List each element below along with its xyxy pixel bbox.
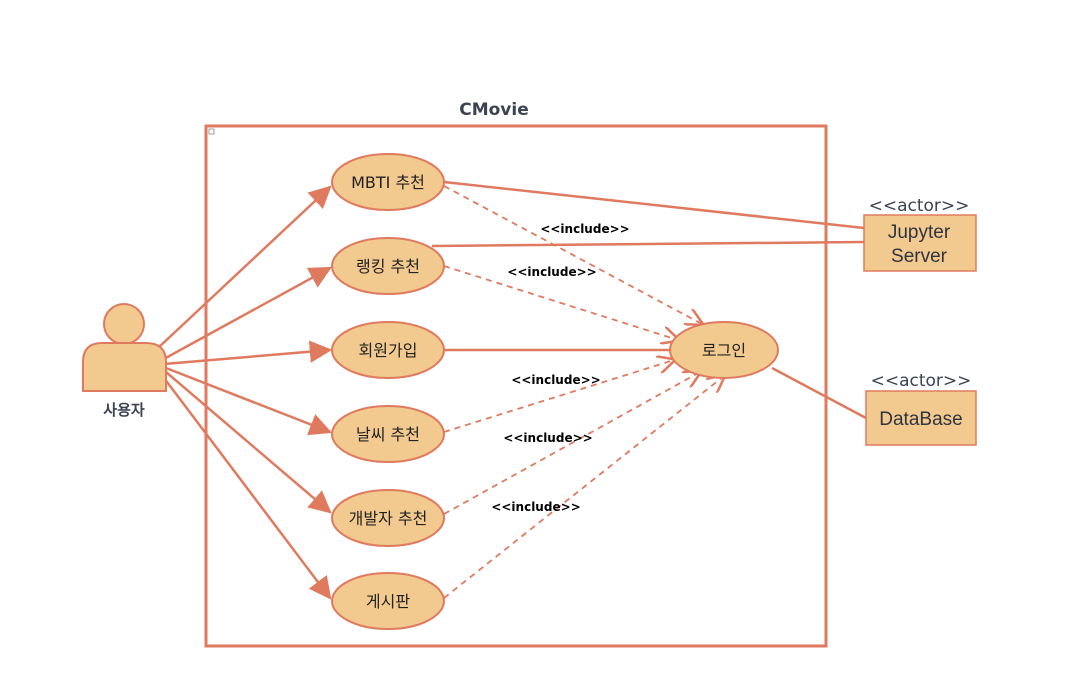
assoc-login-database (771, 366, 867, 420)
system-boundary (204, 124, 828, 648)
include-label: <<include>> (540, 222, 629, 236)
include-developer-login (443, 372, 700, 515)
usecase-signup[interactable] (331, 321, 445, 379)
assoc-user-mbti (157, 185, 332, 349)
assoc-user-weather (165, 366, 333, 436)
usecase-developer[interactable] (331, 489, 445, 547)
user-actor[interactable] (82, 303, 167, 392)
usecase-ranking[interactable] (331, 237, 445, 295)
system-title: CMovie (459, 100, 529, 120)
jupyter-stereotype: <<actor>> (869, 196, 970, 216)
collapse-icon[interactable] (208, 128, 215, 135)
usecase-board[interactable] (331, 572, 445, 630)
user-actor-label: 사용자 (103, 401, 145, 419)
jupyter-name-line1: Jupyter (888, 222, 951, 243)
assoc-user-signup (163, 340, 333, 366)
assoc-user-developer (165, 371, 332, 514)
database-stereotype: <<actor>> (871, 371, 972, 391)
actor-head-icon (103, 303, 145, 345)
database-actor[interactable] (865, 390, 977, 446)
jupyter-server-actor[interactable] (863, 214, 977, 272)
database-name: DataBase (879, 409, 962, 430)
assoc-user-board (163, 377, 332, 600)
system-associations (431, 180, 867, 420)
usecase-board-label: 게시판 (366, 592, 410, 611)
usecase-signup-label: 회원가입 (359, 341, 418, 360)
assoc-mbti-jupyter (443, 180, 865, 230)
usecase-login[interactable] (669, 321, 779, 379)
assoc-ranking-jupyter (431, 240, 865, 248)
usecase-developer-label: 개발자 추천 (349, 509, 428, 528)
include-ranking-login (443, 265, 678, 340)
usecase-weather-label: 날씨 추천 (356, 425, 420, 444)
include-label: <<include>> (507, 265, 596, 279)
usecase-weather[interactable] (331, 405, 445, 463)
include-label: <<include>> (491, 500, 580, 514)
include-label: <<include>> (503, 431, 592, 445)
actor-body-icon (82, 342, 167, 392)
include-mbti-login (443, 185, 702, 324)
jupyter-name-line2: Server (891, 246, 948, 267)
usecase-mbti-label: MBTI 추천 (351, 173, 425, 192)
usecase-mbti[interactable] (331, 153, 445, 211)
user-associations (157, 185, 333, 600)
usecase-login-label: 로그인 (702, 341, 746, 360)
include-weather-login (443, 360, 674, 433)
usecase-ranking-label: 랭킹 추천 (356, 257, 420, 276)
assoc-user-ranking (161, 266, 332, 362)
include-label: <<include>> (511, 373, 600, 387)
include-board-login (443, 376, 724, 599)
include-dependencies (443, 185, 724, 599)
